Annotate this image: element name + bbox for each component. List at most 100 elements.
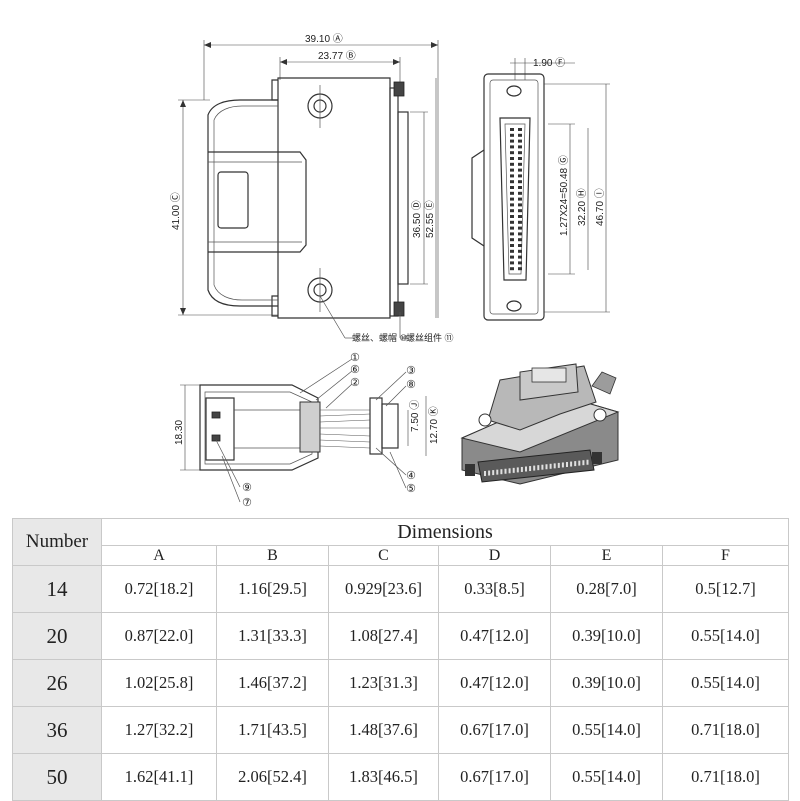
table-cell: 1.48[37.6] xyxy=(328,706,439,754)
pin xyxy=(488,470,491,476)
dim-k-label: 12.70 Ⓚ xyxy=(428,406,440,444)
dim-h-label: 32.20 Ⓗ xyxy=(576,188,588,226)
pin xyxy=(586,459,589,465)
pin-rows xyxy=(510,128,522,271)
pin xyxy=(484,471,486,476)
pin xyxy=(512,467,515,473)
table-cell: 0.39[10.0] xyxy=(550,659,663,707)
callout-8: ⑧ xyxy=(406,379,416,391)
table-cell: 1.16[29.5] xyxy=(216,565,329,613)
row-number: 20 xyxy=(12,612,102,660)
dim-c-label: 41.00 Ⓒ xyxy=(170,192,182,230)
table-cell: 1.46[37.2] xyxy=(216,659,329,707)
pin xyxy=(518,255,522,259)
pin xyxy=(510,145,514,149)
column-header: F xyxy=(662,545,789,566)
callout-7: ⑦ xyxy=(242,497,252,509)
pin xyxy=(545,464,548,470)
pin xyxy=(518,220,522,224)
table-cell: 0.47[12.0] xyxy=(438,659,551,707)
pin xyxy=(518,191,522,195)
table-cell: 0.71[18.0] xyxy=(662,753,789,801)
table-cell: 0.67[17.0] xyxy=(438,706,551,754)
pin xyxy=(561,462,564,468)
table-cell: 2.06[52.4] xyxy=(216,753,329,801)
pin xyxy=(518,238,522,242)
table-cell: 0.55[14.0] xyxy=(662,612,789,660)
column-header: B xyxy=(216,545,329,566)
pin xyxy=(518,209,522,213)
pin xyxy=(510,238,514,242)
table-cell: 0.55[14.0] xyxy=(662,659,789,707)
row-number: 50 xyxy=(12,753,102,801)
table-cell: 1.71[43.5] xyxy=(216,706,329,754)
side-view: 39.10 Ⓐ 23.77 Ⓑ 41.00 Ⓒ xyxy=(170,33,454,343)
table-cell: 1.27[32.2] xyxy=(101,706,217,754)
pin xyxy=(510,267,514,271)
pin xyxy=(510,133,514,137)
pin xyxy=(510,162,514,166)
column-header: E xyxy=(550,545,663,566)
table-row: 36 1.27[32.2] 1.71[43.5] 1.48[37.6] 0.67… xyxy=(12,706,789,754)
column-header: A xyxy=(101,545,217,566)
pin xyxy=(574,461,577,467)
pin xyxy=(529,466,532,472)
column-header: C xyxy=(328,545,439,566)
pin xyxy=(570,461,573,467)
table-cell: 0.5[12.7] xyxy=(662,565,789,613)
dim-f-label: 1.90 Ⓕ xyxy=(533,57,565,69)
pin xyxy=(518,249,522,253)
pin xyxy=(518,139,522,143)
pin xyxy=(510,203,514,207)
pin xyxy=(508,468,511,474)
pin xyxy=(518,232,522,236)
table-cell: 0.72[18.2] xyxy=(101,565,217,613)
pin xyxy=(566,462,568,467)
pin xyxy=(582,460,585,466)
pin xyxy=(510,226,514,230)
table-cell: 1.08[27.4] xyxy=(328,612,439,660)
table-cell: 0.47[12.0] xyxy=(438,612,551,660)
pin xyxy=(525,466,527,472)
section-view: 18.30 7.50 Ⓙ 12.70 Ⓚ ① ⑥ ② ③ xyxy=(174,352,440,509)
table-row: 14 0.72[18.2] 1.16[29.5] 0.929[23.6] 0.3… xyxy=(12,565,789,613)
pin xyxy=(518,267,522,271)
pin xyxy=(578,460,581,466)
pin xyxy=(510,261,514,265)
table-cell: 1.02[25.8] xyxy=(101,659,217,707)
column-header: D xyxy=(438,545,551,566)
pin xyxy=(510,244,514,247)
pin xyxy=(549,463,552,469)
iso-pin-row xyxy=(484,459,589,476)
callout-5: ⑤ xyxy=(406,483,416,495)
pin xyxy=(510,151,514,155)
callout-3: ③ xyxy=(406,365,416,377)
table-cell: 0.929[23.6] xyxy=(328,565,439,613)
table-cell: 0.39[10.0] xyxy=(550,612,663,660)
dim-j-label: 7.50 Ⓙ xyxy=(409,400,421,432)
pin xyxy=(518,180,522,184)
pin xyxy=(518,226,522,230)
pin xyxy=(518,197,522,201)
pin xyxy=(520,466,523,472)
row-number: 36 xyxy=(12,706,102,754)
pin xyxy=(518,168,522,172)
pin xyxy=(518,157,522,160)
table-cell: 0.55[14.0] xyxy=(550,706,663,754)
callout-10: 螺丝、螺帽 ⑩ xyxy=(352,332,408,343)
pin xyxy=(518,162,522,166)
pin xyxy=(496,469,499,475)
callout-11: 螺丝组件 ⑪ xyxy=(406,332,454,343)
callout-9: ⑨ xyxy=(242,482,252,494)
pin xyxy=(510,191,514,195)
isometric-view xyxy=(460,363,620,485)
pin xyxy=(518,133,522,137)
pin xyxy=(541,464,544,470)
pin xyxy=(510,215,514,218)
pin xyxy=(510,139,514,143)
table-cell: 1.31[33.3] xyxy=(216,612,329,660)
dim-e-label: 52.55 Ⓔ xyxy=(424,200,436,238)
connector-technical-drawing: 39.10 Ⓐ 23.77 Ⓑ 41.00 Ⓒ xyxy=(170,33,620,509)
pin xyxy=(510,249,514,253)
pin xyxy=(518,151,522,155)
